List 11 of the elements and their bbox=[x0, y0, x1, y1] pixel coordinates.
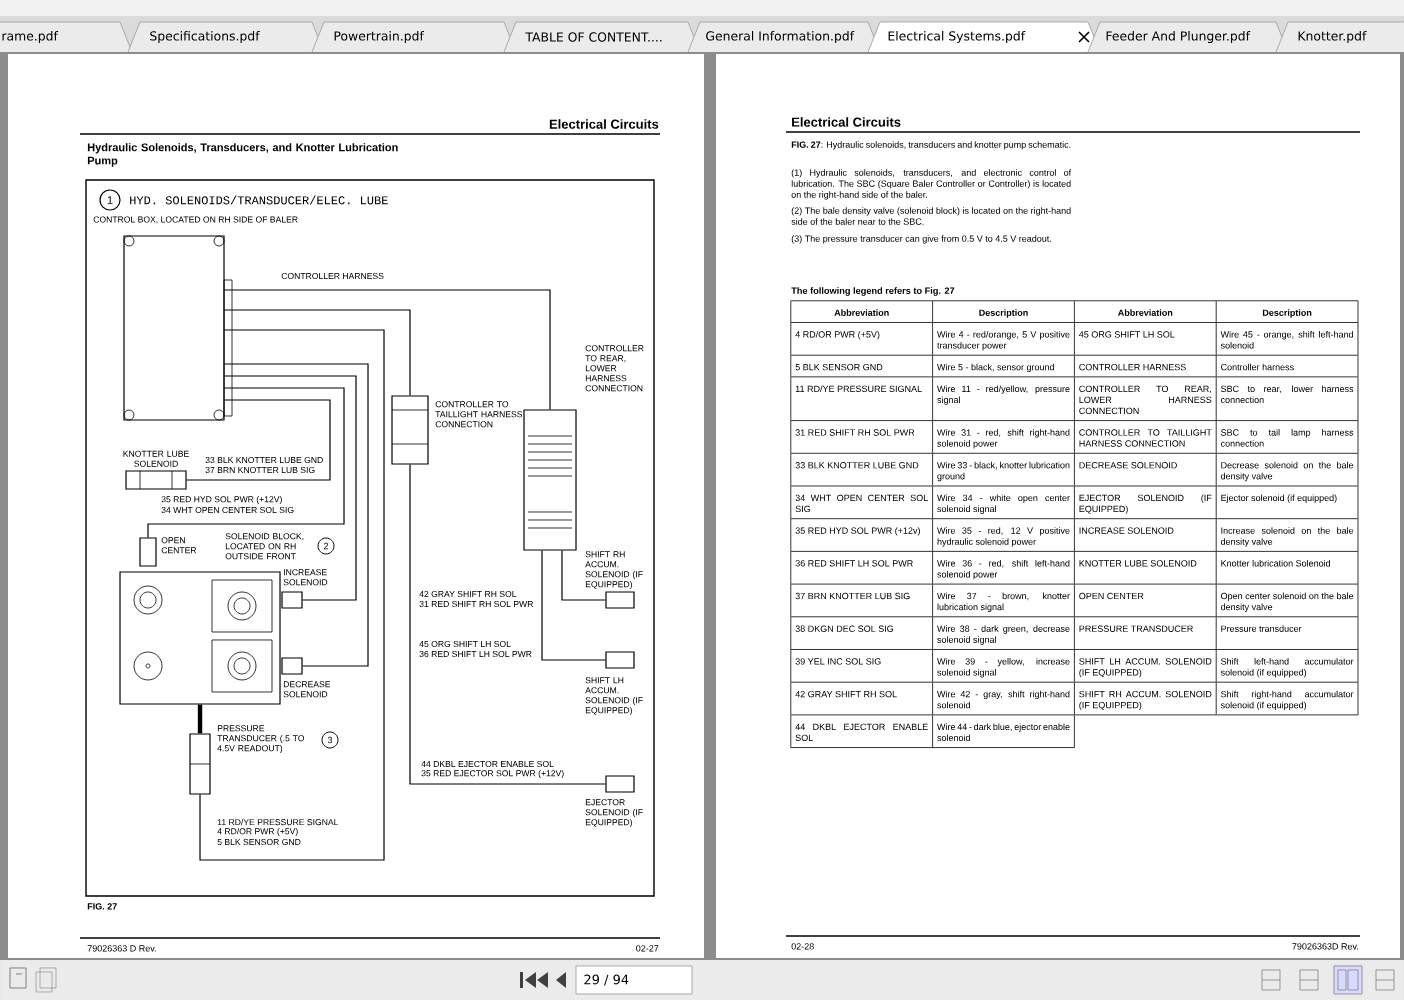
wire bbox=[409, 464, 606, 785]
wire bbox=[224, 363, 369, 667]
wire bbox=[224, 289, 551, 410]
wire bbox=[224, 309, 411, 396]
wire bbox=[199, 329, 385, 861]
wire bbox=[147, 387, 345, 538]
wire bbox=[561, 550, 606, 601]
wire bbox=[197, 704, 203, 734]
wire bbox=[186, 399, 331, 481]
wire bbox=[224, 375, 357, 601]
wire bbox=[541, 550, 606, 661]
